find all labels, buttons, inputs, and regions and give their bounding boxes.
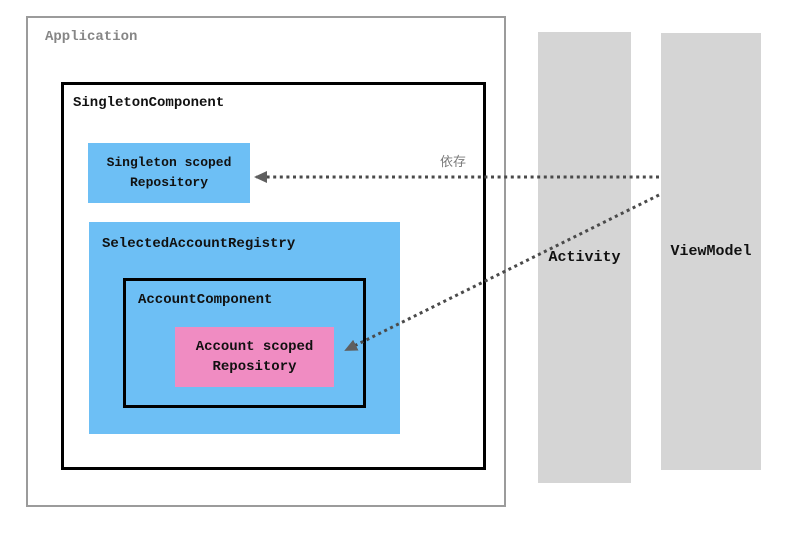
selected-account-registry-label: SelectedAccountRegistry: [102, 236, 296, 252]
account-repository-label: Account scoped Repository: [195, 339, 314, 375]
application-box: Application SingletonComponent Singleton…: [26, 16, 506, 507]
viewmodel-label: ViewModel: [670, 243, 752, 260]
activity-lifecycle-bar: Activity: [538, 32, 631, 483]
singleton-component-box: SingletonComponent Singleton scoped Repo…: [61, 82, 486, 470]
singleton-repository-label: Singleton scoped Repository: [106, 155, 232, 190]
singleton-component-label: SingletonComponent: [73, 95, 225, 111]
activity-label: Activity: [548, 249, 621, 266]
dependency-arrow-label: 依存: [440, 155, 467, 170]
account-component-box: AccountComponent Account scoped Reposito…: [123, 278, 366, 408]
selected-account-registry-box: SelectedAccountRegistry AccountComponent…: [89, 222, 400, 434]
singleton-repository-box: Singleton scoped Repository: [88, 143, 250, 203]
account-repository-box: Account scoped Repository: [175, 327, 334, 387]
viewmodel-lifecycle-bar: ViewModel: [661, 33, 761, 470]
application-label: Application: [45, 29, 138, 45]
account-component-label: AccountComponent: [138, 292, 273, 308]
